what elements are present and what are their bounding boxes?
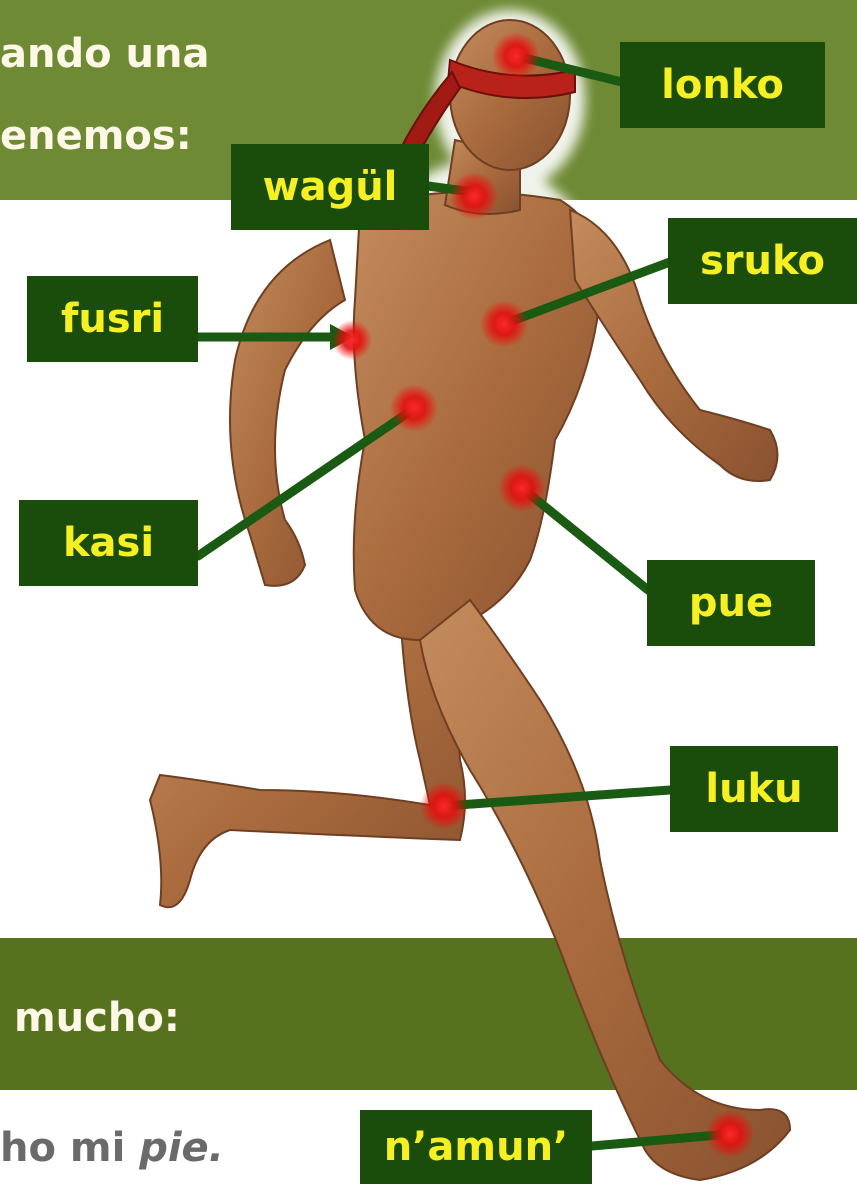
label-fusri: fusri <box>27 276 198 362</box>
label-luku: luku <box>670 746 838 832</box>
label-lonko: lonko <box>620 42 825 128</box>
marker-lonko <box>492 32 540 80</box>
label-sruko: sruko <box>668 218 857 304</box>
marker-pue <box>498 464 546 512</box>
label-namun: n’amun’ <box>360 1110 592 1184</box>
marker-wagul <box>450 172 498 220</box>
marker-fusri <box>332 320 372 360</box>
marker-namun <box>706 1110 754 1158</box>
label-wagul: wagül <box>231 144 429 230</box>
marker-kasi <box>390 384 438 432</box>
marker-luku <box>420 782 468 830</box>
label-pue: pue <box>647 560 815 646</box>
marker-sruko <box>480 300 528 348</box>
label-kasi: kasi <box>19 500 198 586</box>
